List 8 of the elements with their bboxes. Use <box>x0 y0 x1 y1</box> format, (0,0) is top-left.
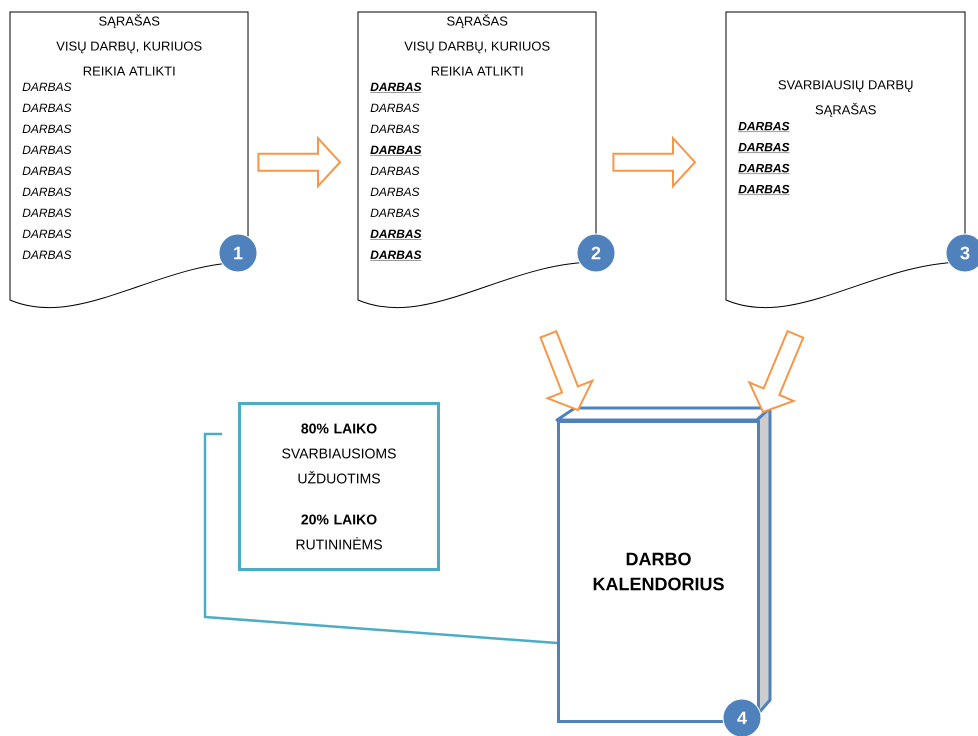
connector-line <box>204 432 558 644</box>
note-box: 80% LAIKO SVARBIAUSIOMS UŽDUOTIMS 20% LAIKO RUTININĖMS <box>238 402 440 571</box>
number-badge: 1 <box>218 234 258 272</box>
number-badge: 3 <box>946 234 978 272</box>
number-badge: 4 <box>722 698 762 736</box>
block-arrow <box>612 136 696 189</box>
block-arrow <box>257 136 342 189</box>
number-badge: 2 <box>576 234 616 272</box>
